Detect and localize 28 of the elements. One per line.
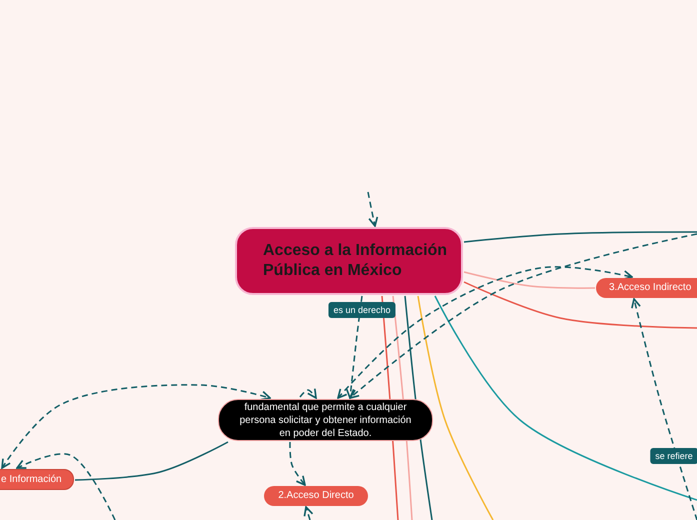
topic-box: [0, 469, 74, 490]
dashed-arrow: [16, 453, 116, 520]
dashed-arrow: [367, 192, 378, 227]
edge-label: es un derecho: [328, 302, 396, 318]
connector-line: [417, 296, 494, 520]
topic-text: fundamental que permite a cualquier persona solicitar y obtener información en poder del Estado.: [238, 400, 412, 440]
dashed-arrow: [1, 384, 271, 469]
connector-line: [464, 271, 595, 289]
topic-text: 3.Acceso Indirecto: [609, 283, 692, 293]
dashed-arrow: [337, 266, 633, 399]
connector-line: [434, 296, 697, 501]
topic-box: [264, 486, 368, 506]
dashed-arrow: [346, 296, 363, 399]
topic-text: e Información: [1, 474, 62, 484]
edge-label: se refiere: [650, 448, 697, 464]
topic-text: 2.Acceso Directo: [278, 491, 354, 501]
topic-box: [218, 399, 433, 441]
connector-line: [464, 231, 697, 243]
dashed-arrow: [299, 388, 317, 399]
dashed-arrow: [304, 506, 314, 520]
topic-box: [596, 278, 697, 298]
dashed-arrow: [289, 442, 306, 486]
dashed-arrow: [631, 298, 697, 520]
connector-line: [74, 441, 228, 481]
dashed-arrow: [349, 233, 697, 399]
topic-text: Acceso a la Información Pública en México: [263, 241, 448, 281]
topic-box: [235, 227, 463, 295]
connector-line: [464, 281, 697, 329]
